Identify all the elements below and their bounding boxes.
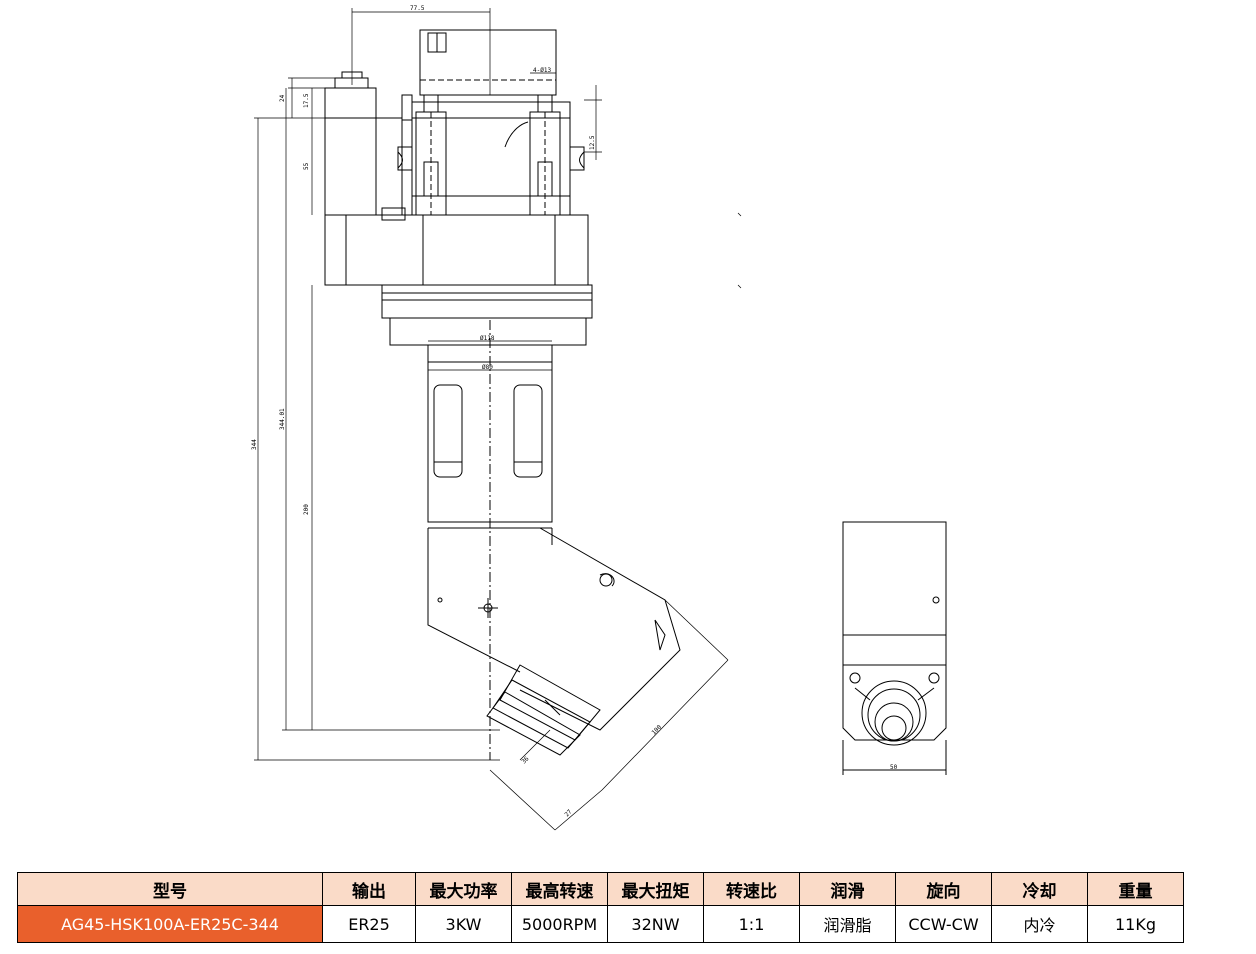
model-cell: AG45-HSK100A-ER25C-344 — [17, 905, 323, 943]
table-cell: 5000RPM — [511, 905, 608, 943]
table-cell: 1:1 — [703, 905, 800, 943]
header-cell: 型号 — [17, 872, 323, 906]
header-cell: 最大功率 — [415, 872, 512, 906]
table-cell: CCW-CW — [895, 905, 992, 943]
graduated-ring — [381, 284, 593, 346]
dim-100: 100 — [650, 724, 663, 737]
dim-top-width: 77.5 — [410, 5, 425, 12]
table-cell: 内冷 — [991, 905, 1088, 943]
collet-nut — [486, 664, 601, 756]
dim-holes: 4-Ø13 — [533, 67, 551, 74]
table-cell: 32NW — [607, 905, 704, 943]
header-cell: 冷却 — [991, 872, 1088, 906]
dim-d118: Ø118 — [480, 335, 495, 342]
header-cell: 输出 — [322, 872, 416, 906]
spec-table: 型号 输出 最大功率 最高转速 最大扭矩 转速比 润滑 旋向 冷却 重量 AG4… — [17, 872, 1184, 943]
header-cell: 重量 — [1087, 872, 1184, 906]
technical-drawing: 77.5 4-Ø13 24 17.5 12.5 55 344 344.01 20… — [251, 5, 947, 831]
table-row: AG45-HSK100A-ER25C-344 ER25 3KW 5000RPM … — [17, 905, 1184, 943]
header-cell: 润滑 — [799, 872, 896, 906]
angled-head — [427, 527, 681, 731]
clamp-left — [415, 94, 447, 216]
header-cell: 旋向 — [895, 872, 992, 906]
table-cell: 11Kg — [1087, 905, 1184, 943]
dim-d80: Ø80 — [482, 364, 493, 371]
dim-200: 200 — [303, 504, 310, 515]
dim-27: 27 — [563, 808, 573, 818]
spindle-column — [427, 320, 553, 760]
table-cell: ER25 — [322, 905, 416, 943]
header-cell: 最大扭矩 — [607, 872, 704, 906]
dim-344: 344 — [251, 439, 258, 450]
dim-17-5: 17.5 — [303, 93, 310, 108]
dim-12-5: 12.5 — [589, 135, 596, 150]
dim-side-width: 50 — [890, 764, 898, 771]
dimension-labels: 77.5 4-Ø13 24 17.5 12.5 55 344 344.01 20… — [251, 5, 898, 818]
header-cell: 转速比 — [703, 872, 800, 906]
dim-344-01: 344.01 — [279, 408, 286, 430]
table-cell: 3KW — [415, 905, 512, 943]
dim-55: 55 — [303, 162, 310, 170]
dim-36: 36 — [520, 755, 530, 765]
header-cell: 最高转速 — [511, 872, 608, 906]
dim-24: 24 — [279, 94, 286, 102]
clamp-right — [529, 94, 561, 216]
side-view — [842, 521, 947, 775]
dimension-lines — [254, 8, 742, 831]
main-body — [324, 207, 589, 286]
stop-block — [324, 71, 403, 216]
table-header-row: 型号 输出 最大功率 最高转速 最大扭矩 转速比 润滑 旋向 冷却 重量 — [17, 872, 1184, 906]
table-cell: 润滑脂 — [799, 905, 896, 943]
motor-housing — [397, 29, 585, 216]
